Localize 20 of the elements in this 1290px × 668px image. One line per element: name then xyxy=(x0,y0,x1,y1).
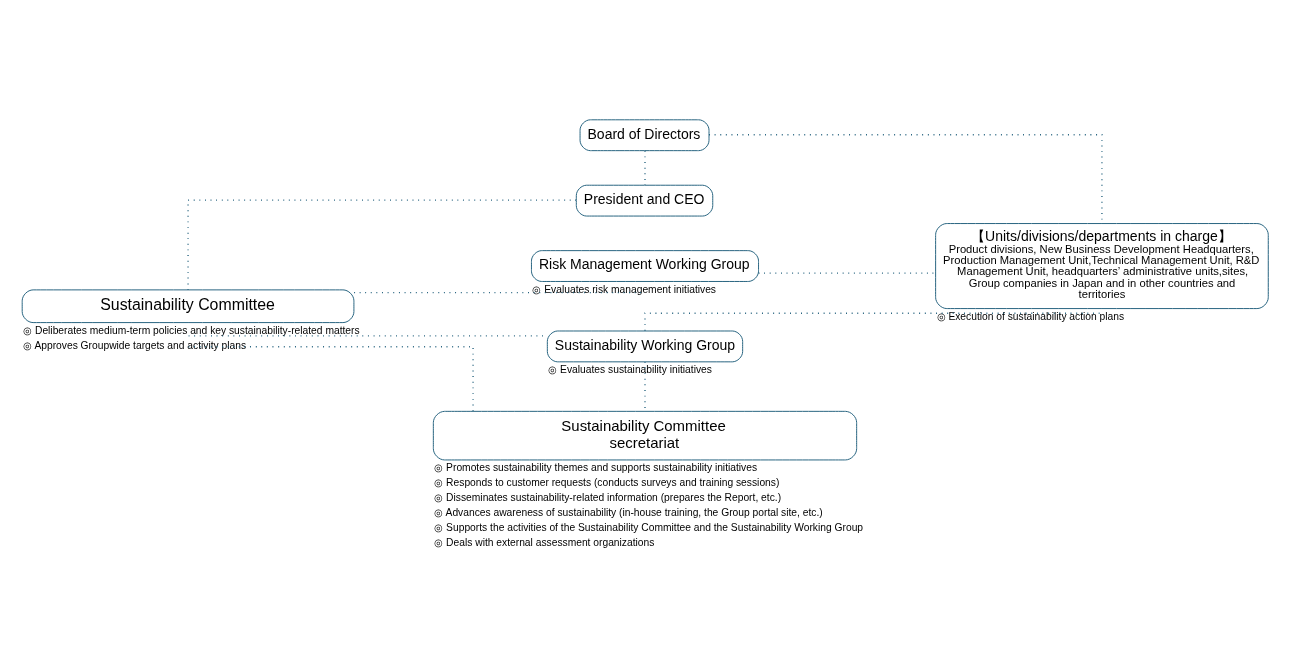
node-label: ◎ Disseminates sustainability-related information (prepares the Report, etc.) xyxy=(434,491,782,503)
node-label: ◎ Deliberates medium-term policies and key sustainability-related matters xyxy=(23,324,360,336)
node-box: Board of Directors xyxy=(579,118,710,151)
node-label: ◎ Responds to customer requests (conducts surveys and training sessions) xyxy=(434,476,780,488)
node-box: Sustainability Working Group xyxy=(546,330,744,362)
node-label: ◎ Evaluates sustainability initiatives xyxy=(548,363,712,375)
node-label: ◎ Advances awareness of sustainability (in-house training, the Group portal site, etc.) xyxy=(434,506,823,518)
node-label: ◎ Approves Groupwide targets and activity plans xyxy=(23,339,247,351)
node-box: Risk Management Working Group xyxy=(531,249,759,282)
node-label: ◎ Evaluates risk management initiatives xyxy=(532,283,717,294)
node-label: ◎ Execution of sustainability action plans xyxy=(936,310,1125,322)
node-box: 【Units/divisions/departments in charge】 Product divisions, New Business Development Headquarters, Production Management Unit,Technical Management Unit, R&D Management Unit, headquarters’ administrative units,sites, Group companies in Japan and in other countries and territories xyxy=(935,222,1269,309)
node-label: ◎ Supports the activities of the Sustainability Committee and the Sustainability Working Group xyxy=(434,521,864,533)
node-label: ◎ Promotes sustainability themes and supports sustainability initiatives xyxy=(434,461,758,473)
node-box: Sustainability Committee secretariat xyxy=(432,410,858,460)
connector xyxy=(644,312,1103,331)
connector xyxy=(187,199,577,290)
node-label: ◎ Deals with external assessment organizations xyxy=(434,536,655,548)
node-box: Sustainability Committee xyxy=(21,288,355,323)
node-box: President and CEO xyxy=(575,184,714,217)
